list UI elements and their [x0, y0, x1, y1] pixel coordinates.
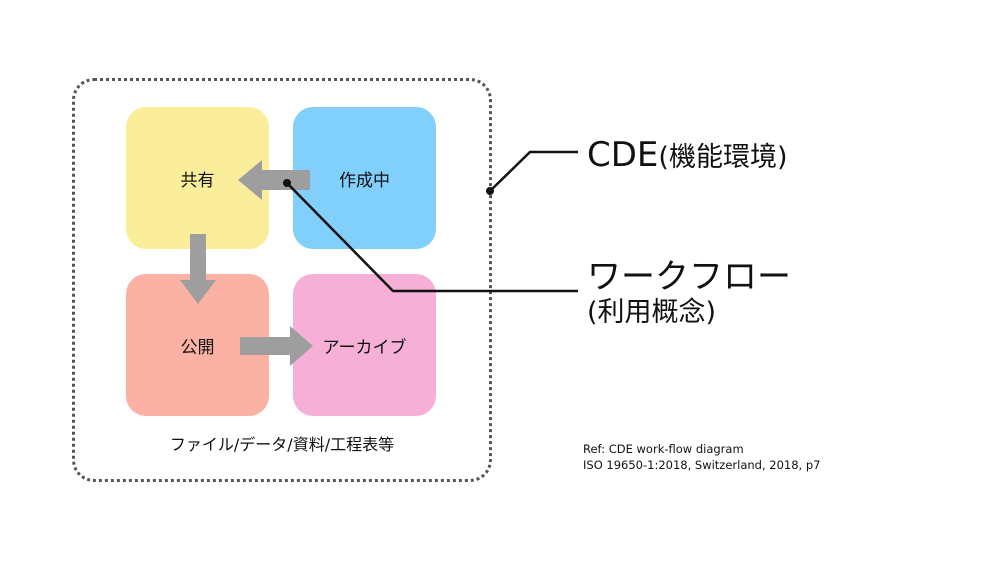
workflow-label: ワークフロー: [587, 257, 791, 297]
wip-state-box: 作成中: [293, 107, 436, 249]
reference-line-1: Ref: CDE work-flow diagram: [583, 442, 744, 456]
wip-state-label: 作成中: [339, 170, 390, 191]
archive-state-label: アーカイブ: [322, 337, 407, 358]
workflow-sublabel: (利用概念): [587, 297, 717, 328]
reference-note: Ref: CDE work-flow diagram ISO 19650-1:2…: [583, 441, 821, 473]
share-state-label: 共有: [180, 170, 215, 191]
cde-label: CDE(機能環境): [587, 135, 787, 175]
share-state-box: 共有: [126, 107, 269, 249]
archive-state-box: アーカイブ: [293, 274, 436, 416]
reference-line-2: ISO 19650-1:2018, Switzerland, 2018, p7: [583, 458, 821, 472]
information-container-caption: ファイル/データ/資料/工程表等: [169, 435, 395, 454]
cde-label-paren: (機能環境): [658, 142, 788, 173]
cde-label-main: CDE: [587, 135, 659, 175]
cde-leader-line: [489, 150, 578, 192]
publish-state-label: 公開: [180, 337, 215, 358]
publish-state-box: 公開: [126, 274, 269, 416]
